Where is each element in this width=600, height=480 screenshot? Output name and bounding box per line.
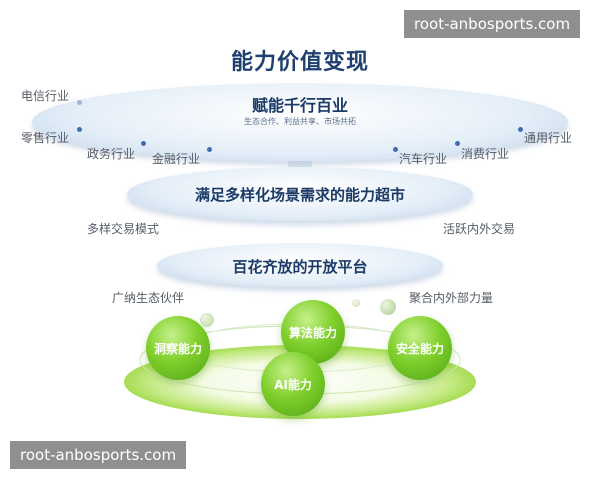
industry-dot	[141, 141, 146, 146]
industry-dot	[207, 147, 212, 152]
capability-insight: 洞察能力	[146, 316, 210, 380]
small-ball	[352, 299, 360, 307]
label-multi-trade: 多样交易模式	[87, 222, 160, 236]
industry-consumer: 消费行业	[461, 147, 510, 161]
industry-retail: 零售行业	[21, 131, 70, 145]
small-ball	[380, 299, 396, 315]
tier1-sublabel: 生态合作、利益共享、市场共拓	[244, 117, 356, 126]
industry-dot	[77, 100, 82, 105]
industry-general: 通用行业	[524, 131, 573, 145]
capability-insight-label: 洞察能力	[153, 341, 202, 356]
small-ball	[200, 313, 214, 327]
tier1-label: 赋能千行百业	[251, 96, 348, 115]
industry-dot	[393, 147, 398, 152]
industry-dot	[518, 127, 523, 132]
capability-security: 安全能力	[388, 316, 452, 380]
capability-ai-label: AI能力	[274, 377, 312, 392]
capability-security-label: 安全能力	[395, 341, 444, 356]
label-gather-power: 聚合内外部力量	[409, 291, 494, 305]
capability-algorithm-label: 算法能力	[288, 325, 337, 340]
capability-ai: AI能力	[261, 352, 325, 416]
industry-gov: 政务行业	[87, 147, 136, 161]
industry-telecom: 电信行业	[21, 89, 70, 103]
industry-dot	[455, 141, 460, 146]
tier3-disc	[157, 243, 443, 287]
watermark-top: root-anbosports.com	[404, 10, 581, 38]
tier3-label: 百花齐放的开放平台	[232, 258, 368, 276]
diagram-title: 能力价值变现	[230, 50, 369, 75]
tier2-label: 满足多样化场景需求的能力超市	[194, 186, 405, 204]
industry-dot	[77, 127, 82, 132]
watermark-bottom: root-anbosports.com	[10, 441, 187, 469]
tier1-disc	[32, 83, 568, 161]
label-eco-partners: 广纳生态伙伴	[112, 291, 185, 305]
industry-finance: 金融行业	[152, 152, 201, 166]
tier2-disc	[127, 167, 473, 221]
industry-auto: 汽车行业	[399, 152, 448, 166]
label-active-trade: 活跃内外交易	[443, 222, 516, 236]
